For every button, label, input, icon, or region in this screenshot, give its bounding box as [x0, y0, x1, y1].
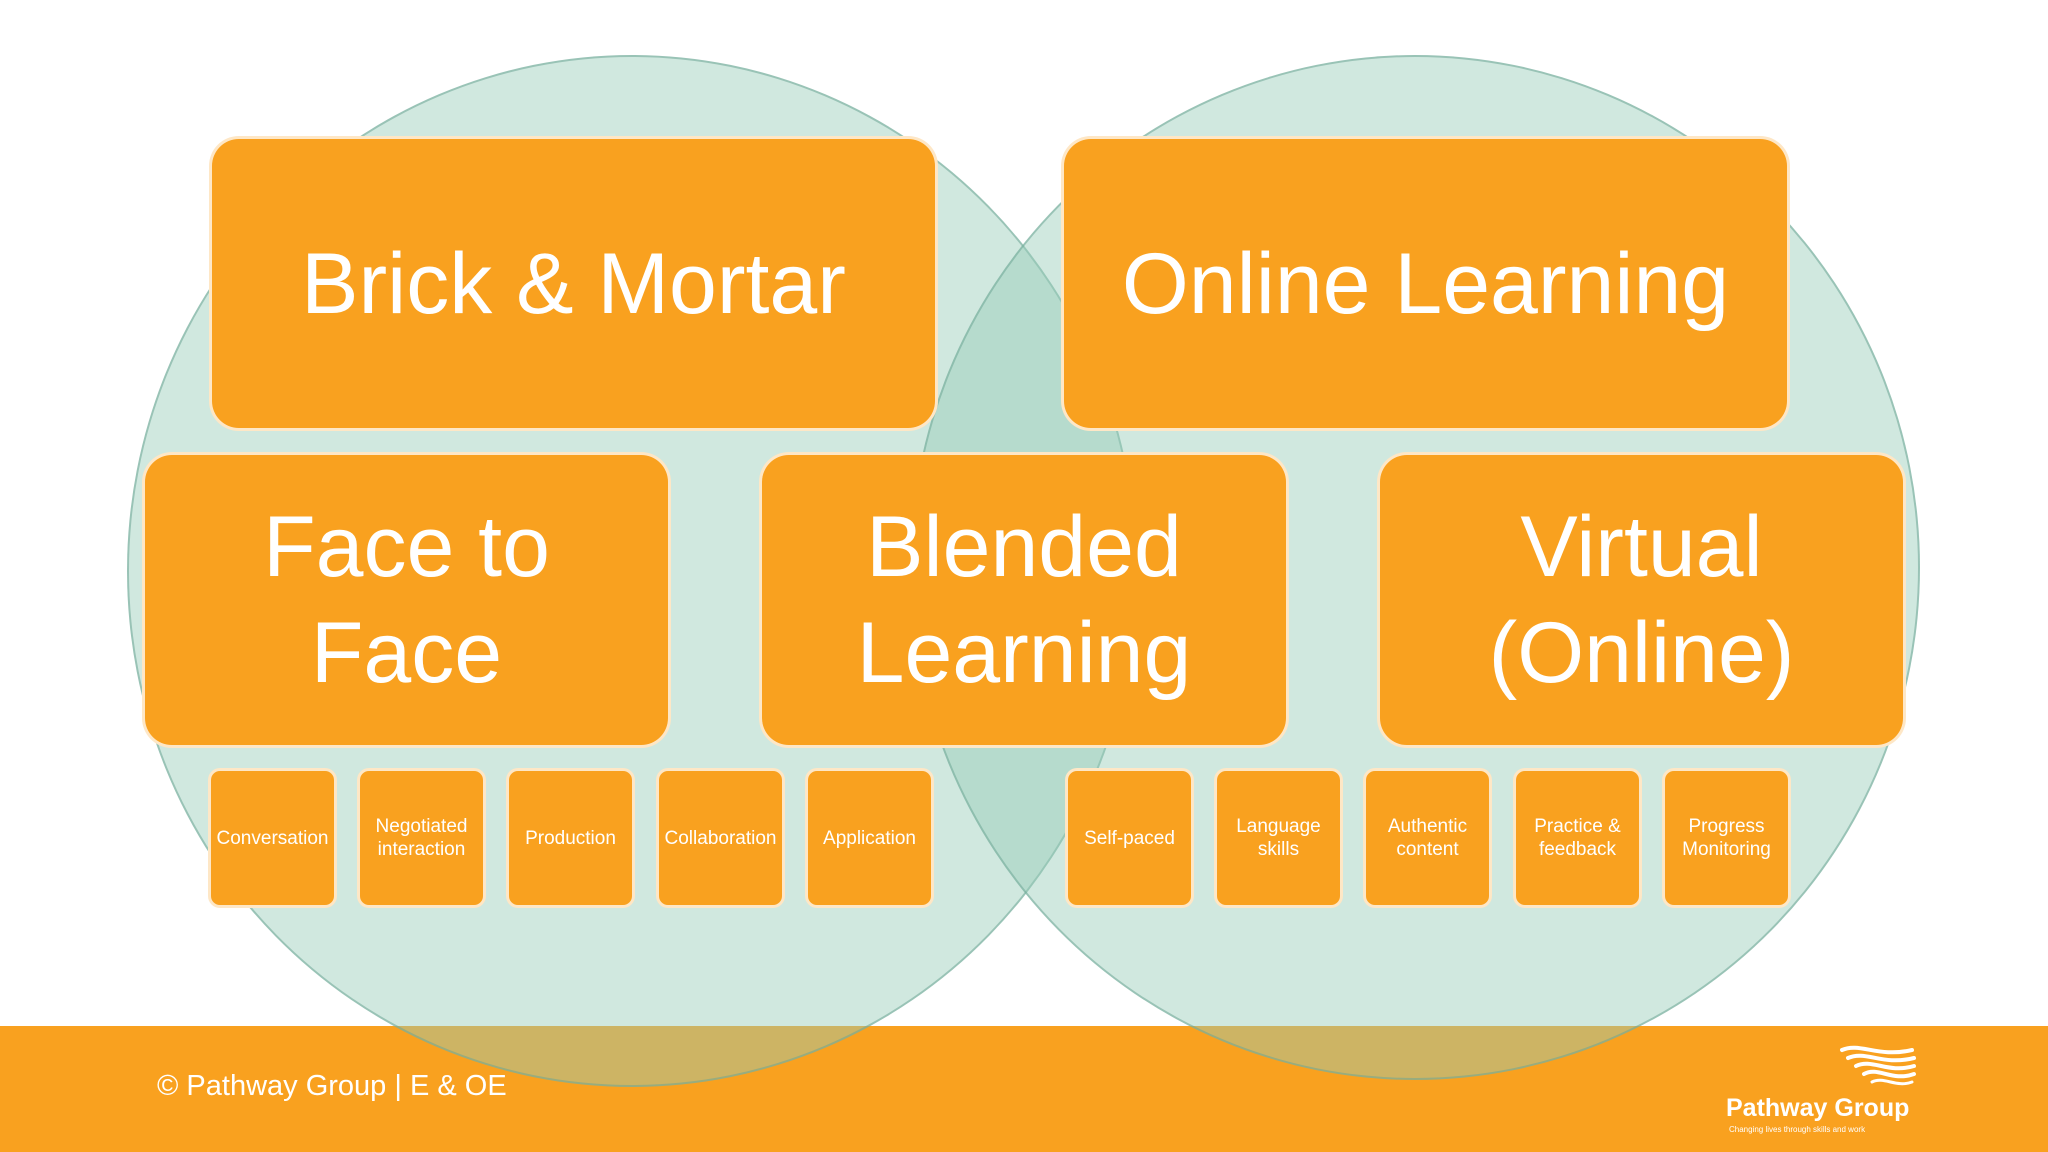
online-learning-box: Online Learning [1061, 136, 1790, 431]
virtual-online-label: Virtual (Online) [1488, 499, 1795, 701]
face-to-face-box: Face to Face [142, 452, 671, 748]
face-to-face-item: Application [805, 768, 934, 908]
item-label: Collaboration [664, 827, 777, 849]
face-to-face-item: Negotiated interaction [357, 768, 486, 908]
face-to-face-item: Production [506, 768, 635, 908]
online-learning-label: Online Learning [1121, 235, 1730, 332]
face-to-face-item: Conversation [208, 768, 337, 908]
face-to-face-label: Face to Face [263, 499, 550, 701]
virtual-item: Progress Monitoring [1662, 768, 1791, 908]
brick-and-mortar-label: Brick & Mortar [301, 235, 846, 332]
face-to-face-item: Collaboration [656, 768, 785, 908]
virtual-item: Authentic content [1363, 768, 1492, 908]
wave-flag-icon [1840, 1045, 1916, 1086]
virtual-item: Language skills [1214, 768, 1343, 908]
item-label: Application [823, 827, 916, 849]
copyright-text: © Pathway Group | E & OE [157, 1070, 507, 1102]
brick-and-mortar-box: Brick & Mortar [209, 136, 938, 431]
pathway-group-logo: Pathway Group Changing lives through ski… [1726, 1044, 1936, 1134]
virtual-item: Practice & feedback [1513, 768, 1642, 908]
item-label: Self-paced [1084, 827, 1175, 849]
item-label: Authentic content [1387, 816, 1468, 860]
blended-learning-label: Blended Learning [856, 499, 1192, 701]
logo-tagline: Changing lives through skills and work [1729, 1125, 1866, 1134]
item-label: Practice & feedback [1534, 816, 1621, 860]
virtual-online-box: Virtual (Online) [1377, 452, 1906, 748]
virtual-item: Self-paced [1065, 768, 1194, 908]
item-label: Progress Monitoring [1682, 816, 1771, 860]
item-label: Language skills [1236, 816, 1321, 860]
item-label: Production [525, 827, 616, 849]
item-label: Conversation [216, 827, 329, 849]
item-label: Negotiated interaction [375, 816, 468, 860]
logo-name: Pathway Group [1726, 1094, 1910, 1122]
footer-band [0, 1026, 2048, 1152]
blended-learning-box: Blended Learning [759, 452, 1289, 748]
